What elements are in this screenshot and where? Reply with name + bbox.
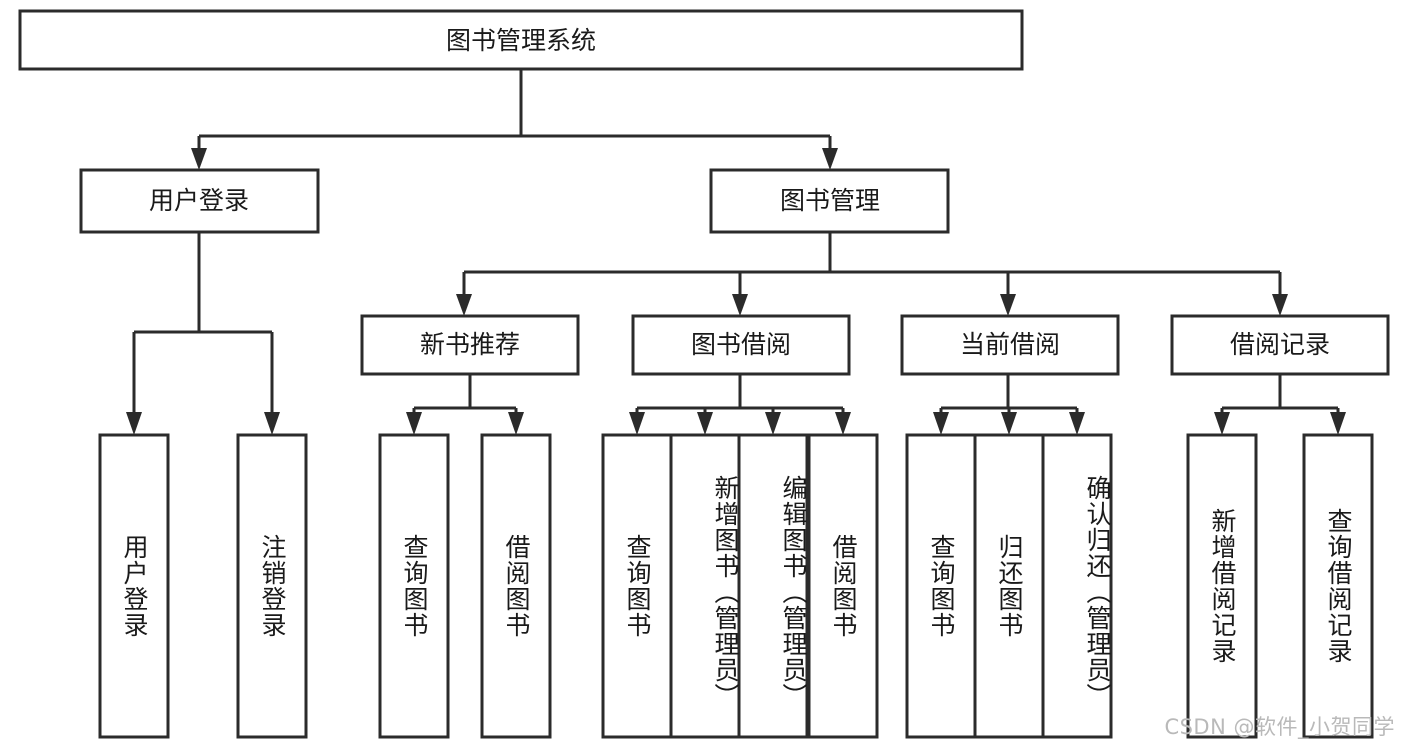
arrow-to-leaf-cb-return (1001, 412, 1017, 435)
node-new-book-recommend[interactable]: 新书推荐 (360, 314, 580, 376)
leaf-box-cb-confirm-return[interactable] (1041, 433, 1113, 739)
arrow-to-leaf-nb-borrow (508, 412, 524, 435)
node-current-borrow[interactable]: 当前借阅 (900, 314, 1120, 376)
arrow-to-leaf-bb-add (697, 412, 713, 435)
arrow-to-leaf-br-query (1330, 412, 1346, 435)
current-borrow-label: 当前借阅 (960, 330, 1060, 359)
leaf-box-nb-query-book[interactable] (378, 433, 450, 739)
connector-book-borrow-to-leaves (629, 374, 851, 435)
arrow-to-new-book-recommend (456, 294, 472, 316)
book-management-box[interactable] (709, 168, 950, 234)
node-borrow-record[interactable]: 借阅记录 (1170, 314, 1390, 376)
leaf-box-nb-borrow-book[interactable] (480, 433, 552, 739)
connector-user-login-to-leaves (126, 232, 280, 435)
leaf-box-cb-query-book[interactable] (905, 433, 977, 739)
arrow-to-user-login (191, 148, 207, 170)
leaf-box-bb-borrow-book[interactable] (807, 433, 879, 739)
leaf-box-cb-return-book[interactable] (973, 433, 1045, 739)
arrow-to-book-manage (822, 148, 838, 170)
arrow-to-leaf-logout (264, 412, 280, 435)
root-node-label: 图书管理系统 (446, 26, 596, 55)
borrow-record-label: 借阅记录 (1230, 330, 1330, 359)
arrow-to-leaf-cb-confirm (1069, 412, 1085, 435)
arrow-to-borrow-record (1272, 294, 1288, 316)
connector-book-manage-to-level3 (456, 232, 1288, 316)
arrow-to-leaf-bb-edit (765, 412, 781, 435)
current-borrow-box[interactable] (900, 314, 1120, 376)
new-book-recommend-box[interactable] (360, 314, 580, 376)
arrow-to-leaf-user-login (126, 412, 142, 435)
node-root-book-management-system[interactable]: 图书管理系统 (18, 9, 1024, 71)
leaf-node-boxes (98, 433, 1374, 739)
connector-new-book-recommend-to-leaves (406, 374, 524, 435)
arrow-to-leaf-br-add (1214, 412, 1230, 435)
node-book-management[interactable]: 图书管理 (709, 168, 950, 234)
arrow-to-leaf-nb-query (406, 412, 422, 435)
borrow-record-box[interactable] (1170, 314, 1390, 376)
leaf-box-logout[interactable] (236, 433, 308, 739)
arrow-to-leaf-cb-query (933, 412, 949, 435)
root-node-box[interactable] (18, 9, 1024, 71)
node-user-login[interactable]: 用户登录 (79, 168, 320, 234)
arrow-to-leaf-bb-borrow (835, 412, 851, 435)
leaf-box-br-query-record[interactable] (1302, 433, 1374, 739)
connector-root-to-level2 (191, 69, 838, 170)
leaf-box-bb-add-book[interactable] (669, 433, 741, 739)
leaf-box-user-login[interactable] (98, 433, 170, 739)
arrow-to-book-borrow (732, 294, 748, 316)
new-book-recommend-label: 新书推荐 (420, 330, 520, 359)
csdn-watermark: CSDN @软件_小贺同学 (1164, 715, 1395, 739)
leaf-box-bb-query-book[interactable] (601, 433, 673, 739)
leaf-box-br-add-record[interactable] (1186, 433, 1258, 739)
user-login-label: 用户登录 (149, 186, 249, 215)
user-login-box[interactable] (79, 168, 320, 234)
arrow-to-leaf-bb-query (629, 412, 645, 435)
book-borrow-box[interactable] (631, 314, 851, 376)
book-management-label: 图书管理 (780, 186, 880, 215)
leaf-box-bb-edit-book[interactable] (737, 433, 809, 739)
connector-current-borrow-to-leaves (933, 374, 1085, 435)
connector-borrow-record-to-leaves (1214, 374, 1346, 435)
arrow-to-current-borrow (1000, 294, 1016, 316)
node-book-borrow[interactable]: 图书借阅 (631, 314, 851, 376)
book-borrow-label: 图书借阅 (691, 330, 791, 359)
